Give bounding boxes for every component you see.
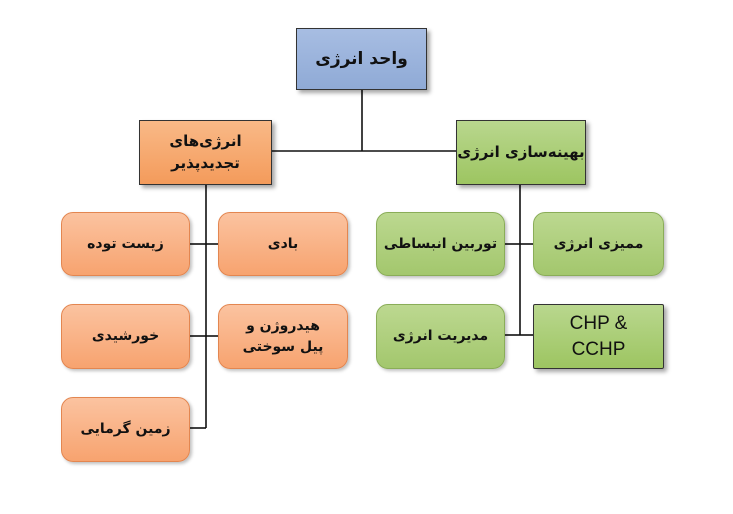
leaf-node-wind: بادی: [218, 212, 348, 276]
leaf-node-solar: خورشیدی: [61, 304, 190, 369]
branch-node-renewable-energy: انرژی‌های تجدیدپذیر: [139, 120, 272, 185]
leaf-node-geothermal: زمین گرمایی: [61, 397, 190, 462]
leaf-node-hydrogen-fuel-cell: هیدروژن و پیل سوختی: [218, 304, 348, 369]
leaf-node-energy-management: مدیریت انرژی: [376, 304, 505, 369]
leaf-node-biomass: زیست توده: [61, 212, 190, 276]
leaf-node-energy-audit: ممیزی انرژی: [533, 212, 664, 276]
branch-node-energy-optimization: بهینه‌سازی انرژی: [456, 120, 586, 185]
leaf-node-chp-cchp: CHP & CCHP: [533, 304, 664, 369]
leaf-node-expansion-turbine: توربین انبساطی: [376, 212, 505, 276]
root-node-energy-unit: واحد انرژی: [296, 28, 427, 90]
